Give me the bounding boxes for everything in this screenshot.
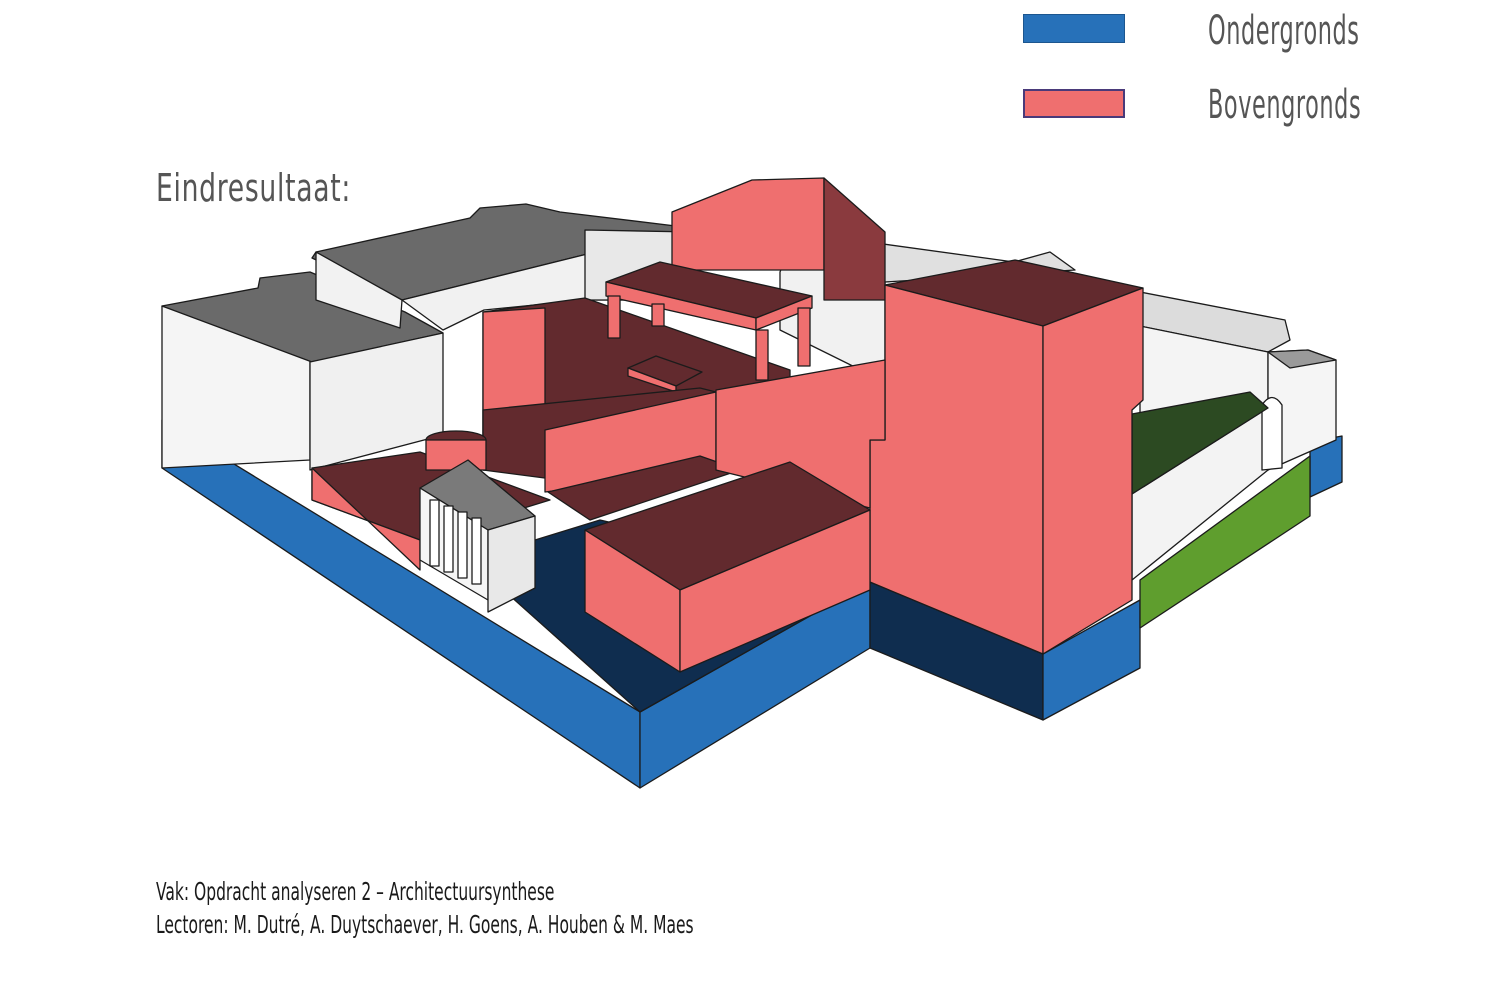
legend-label-bovengronds: Bovengronds [1208, 82, 1362, 128]
courtyard-grass [1131, 391, 1311, 629]
footer-lecturers: Lectoren: M. Dutré, A. Duytschaever, H. … [156, 910, 694, 939]
legend-swatch-ondergronds [1023, 14, 1125, 43]
legend-swatch-bovengronds [1023, 89, 1125, 118]
legend-label-ondergronds: Ondergronds [1208, 8, 1360, 54]
portico [419, 459, 536, 613]
page-heading: Eindresultaat: [156, 166, 351, 210]
aboveground-volumes [311, 177, 1144, 673]
footer: Vak: Opdracht analyseren 2 – Architectuu… [156, 875, 1023, 941]
footer-course: Vak: Opdracht analyseren 2 – Architectuu… [156, 877, 555, 906]
